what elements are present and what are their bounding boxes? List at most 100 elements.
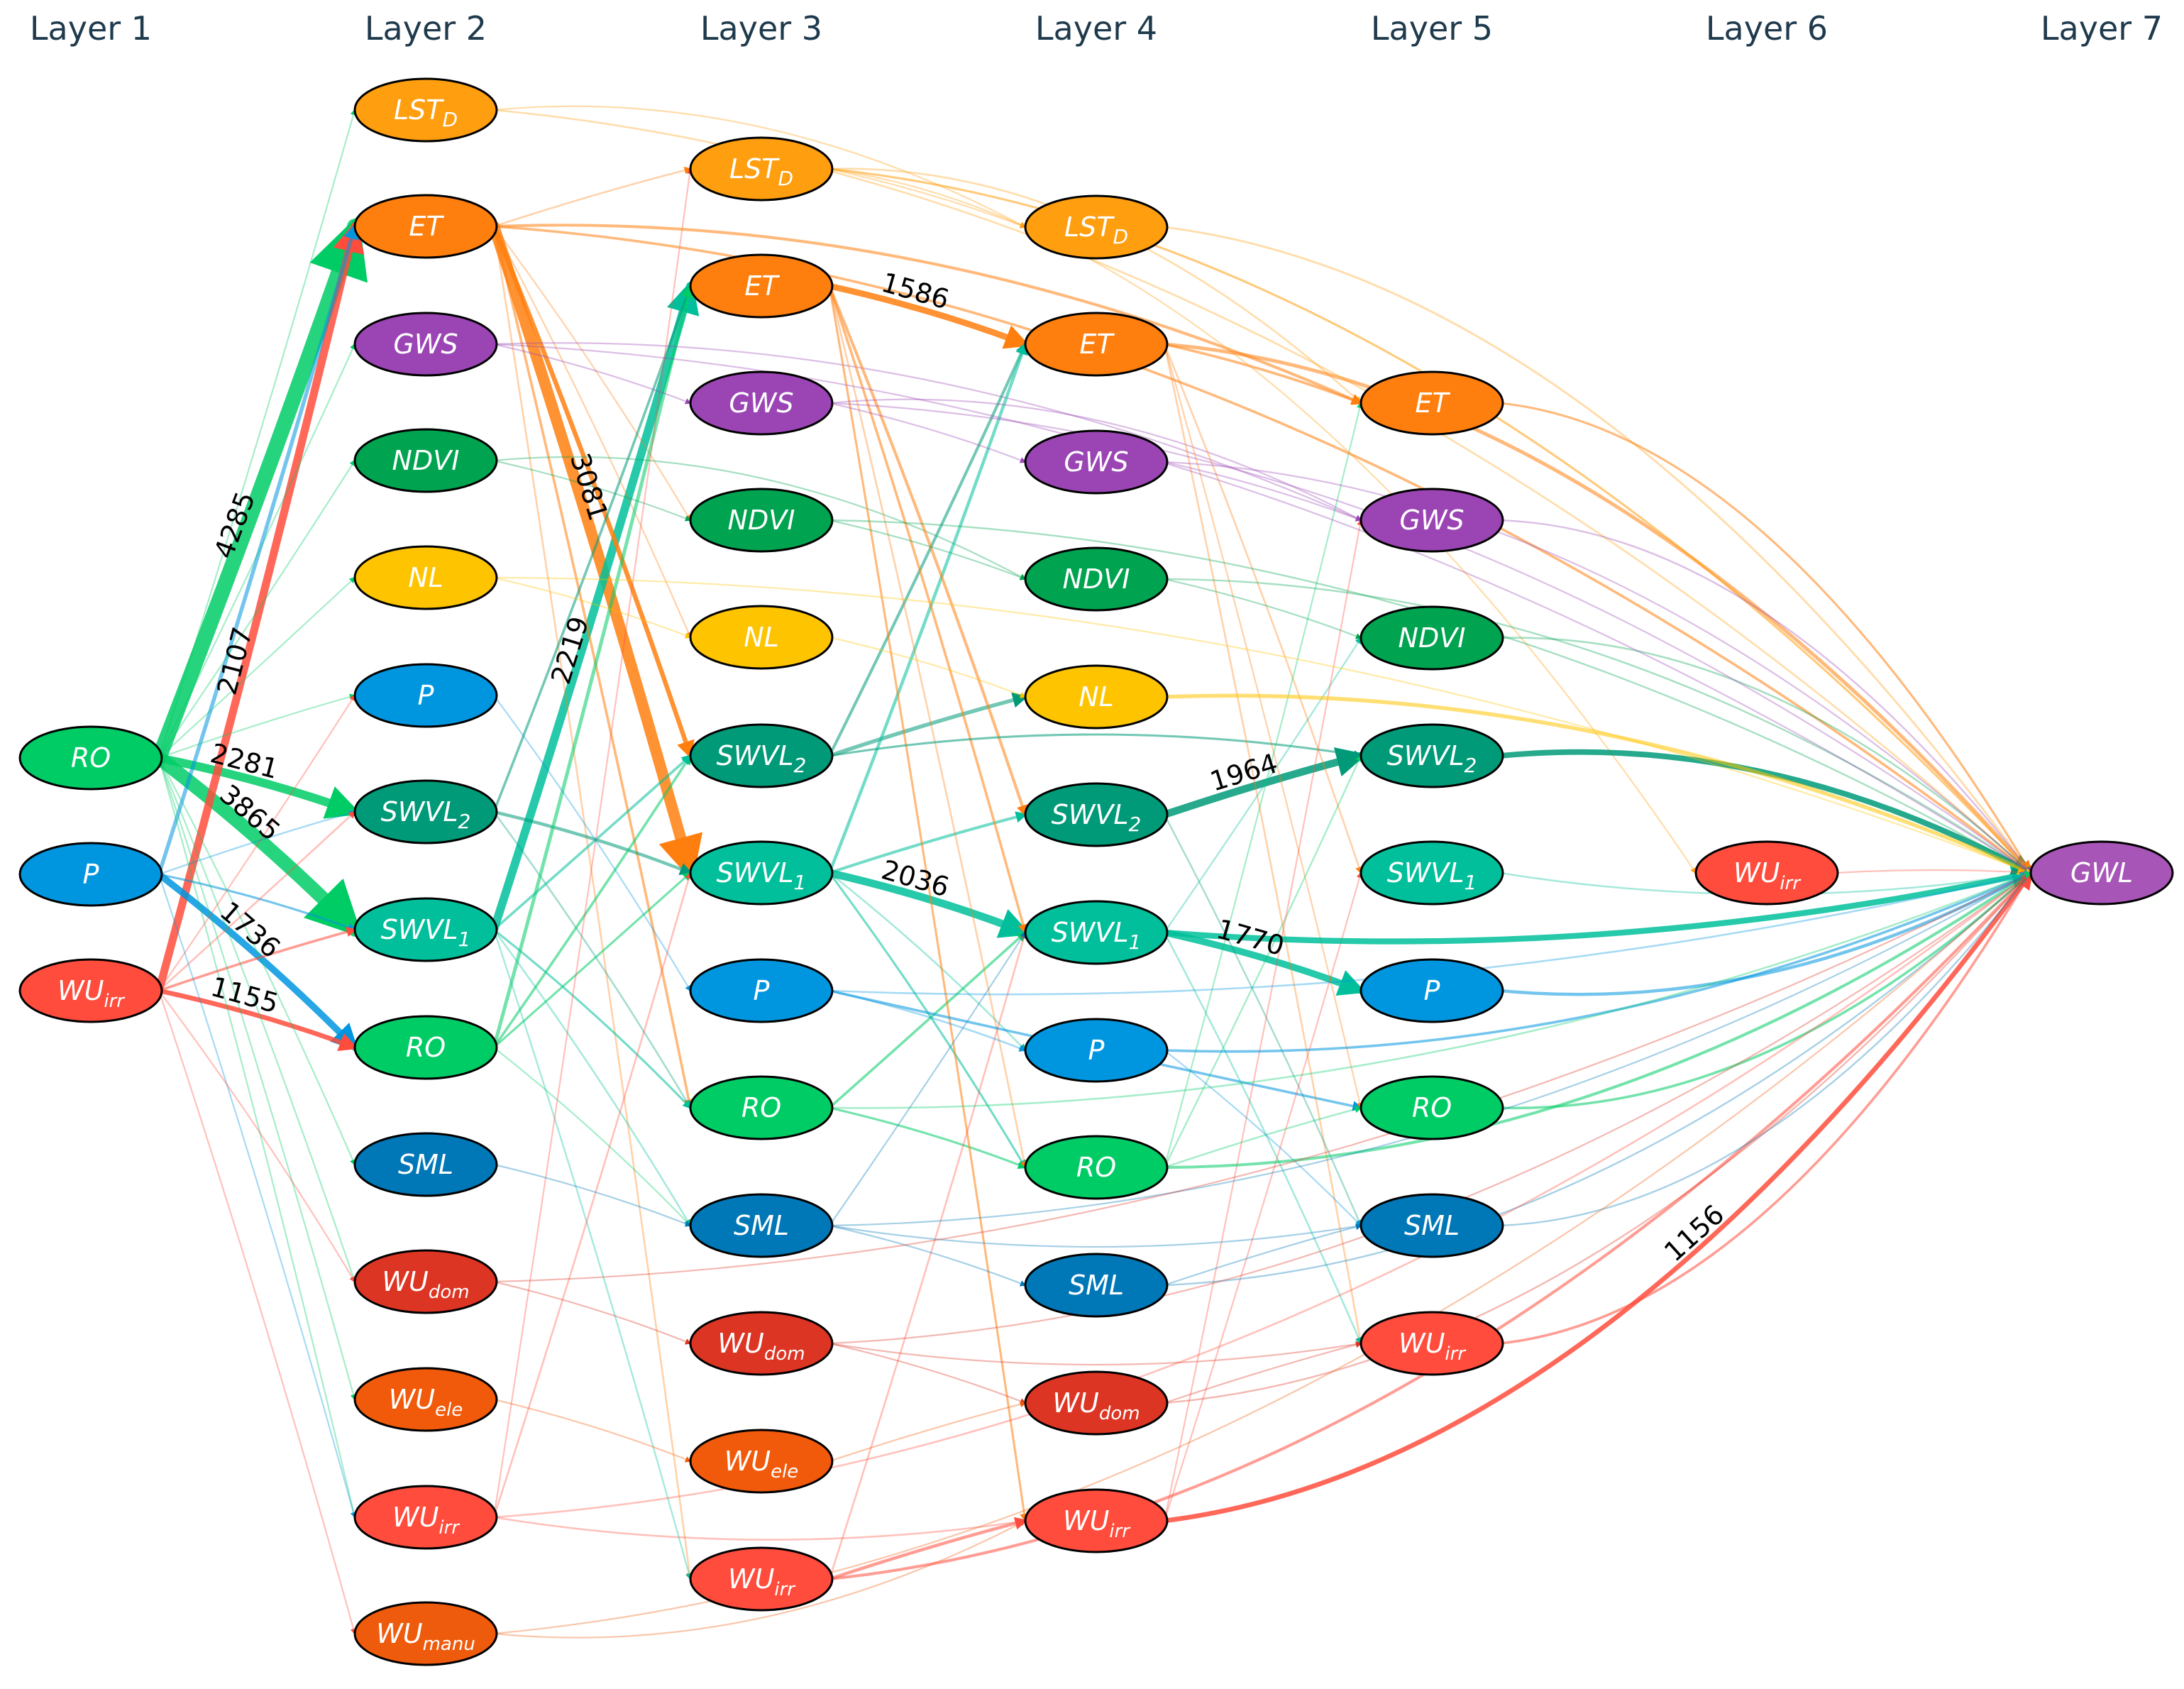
edge-L1_RO-to-L2_SML [158, 757, 356, 1166]
edge-L4_WUirr-to-L5_GWS [1163, 519, 1364, 1522]
node-label: SWVL1 [717, 857, 807, 894]
node-L4_NL[interactable]: NL [1024, 664, 1169, 730]
node-L5_GWS[interactable]: GWS [1360, 488, 1504, 553]
node-L3_NDVI[interactable]: NDVI [689, 488, 834, 553]
edge-L2_WUele-to-L3_WUele [492, 1398, 692, 1463]
node-ellipse [689, 488, 834, 553]
node-ellipse [689, 1311, 834, 1376]
node-L2_NL[interactable]: NL [353, 545, 498, 610]
node-L2_WUele[interactable]: WUele [353, 1367, 498, 1432]
node-L5_NDVI[interactable]: NDVI [1360, 605, 1504, 671]
node-L3_NL[interactable]: NL [689, 605, 834, 670]
node-L2_SWVL1[interactable]: SWVL1 [353, 897, 498, 962]
node-L3_WUele[interactable]: WUele [689, 1429, 834, 1494]
node-L1_RO[interactable]: RO [18, 725, 163, 791]
edge-L2_SWVL1-to-L3_SWVL2 [492, 754, 693, 931]
node-ellipse [689, 840, 834, 906]
node-L2_NDVI[interactable]: NDVI [353, 428, 498, 493]
node-L2_RO[interactable]: RO [353, 1015, 498, 1080]
node-ellipse [353, 1015, 498, 1080]
node-L3_ET[interactable]: ET [689, 253, 834, 319]
node-L3_P[interactable]: P [689, 958, 834, 1023]
edge-L3_SWVL1-to-L4_ET [827, 341, 1028, 875]
node-L2_WUmanu[interactable]: WUmanu [353, 1601, 498, 1666]
edge-L3_WUele-to-L4_WUdom [828, 1401, 1027, 1463]
node-label: P [1088, 1035, 1105, 1066]
edge-L1_RO-to-L2_GWS [158, 343, 356, 759]
node-L4_SWVL2[interactable]: SWVL2 [1024, 782, 1169, 847]
node-L4_NDVI[interactable]: NDVI [1024, 546, 1169, 612]
node-L5_SWVL2[interactable]: SWVL2 [1360, 723, 1504, 788]
node-label: RO [71, 742, 111, 774]
edge-L3_SWVL2-to-L5_SWVL2 [828, 733, 1363, 759]
node-L4_LST[interactable]: LSTD [1024, 194, 1169, 260]
node-L2_LST[interactable]: LSTD [353, 77, 498, 143]
node-L5_WUirr[interactable]: WUirr [1360, 1311, 1504, 1376]
node-ellipse [353, 1367, 498, 1432]
edge-L4_ET-to-L5_WUirr [1163, 343, 1364, 1346]
node-L2_WUirr[interactable]: WUirr [353, 1485, 498, 1550]
layer-title-1: Layer 1 [30, 9, 152, 48]
node-L5_P[interactable]: P [1360, 958, 1504, 1023]
node-label: RO [1076, 1152, 1116, 1183]
node-ellipse [1024, 1253, 1169, 1318]
node-L4_GWS[interactable]: GWS [1024, 429, 1169, 495]
node-L2_WUdom[interactable]: WUdom [353, 1249, 498, 1314]
node-L3_SML[interactable]: SML [689, 1193, 834, 1258]
node-ellipse [353, 428, 498, 493]
node-L3_WUirr[interactable]: WUirr [689, 1546, 834, 1612]
node-L1_WUirr[interactable]: WUirr [18, 958, 163, 1023]
node-L4_WUirr[interactable]: WUirr [1024, 1488, 1169, 1553]
edge-L5_GWS-to-L7_GWL [1499, 519, 2032, 874]
node-L4_P[interactable]: P [1024, 1018, 1169, 1083]
node-L4_WUdom[interactable]: WUdom [1024, 1370, 1169, 1436]
node-label: ET [1079, 329, 1115, 360]
edge-L3_RO-to-L4_SWVL1 [828, 931, 1027, 1109]
node-L3_SWVL1[interactable]: SWVL1 [689, 840, 834, 906]
node-L5_SML[interactable]: SML [1360, 1193, 1504, 1258]
node-L3_SWVL2[interactable]: SWVL2 [689, 723, 834, 788]
node-L2_ET[interactable]: ET [353, 194, 498, 259]
node-L1_P[interactable]: P [18, 842, 163, 907]
node-L4_ET[interactable]: ET [1024, 312, 1169, 377]
node-L4_SML[interactable]: SML [1024, 1253, 1169, 1318]
node-ellipse [1024, 1370, 1169, 1436]
node-L3_GWS[interactable]: GWS [689, 370, 834, 436]
node-L4_SWVL1[interactable]: SWVL1 [1024, 900, 1169, 965]
node-ellipse [689, 1193, 834, 1258]
edge-L4_ET-to-L7_GWL [1162, 342, 2033, 876]
node-L7_GWL[interactable]: GWL [2029, 840, 2174, 906]
node-label: WUdom [717, 1328, 805, 1365]
node-L3_WUdom[interactable]: WUdom [689, 1311, 834, 1376]
edge-L4_ET-to-L5_RO [1163, 343, 1363, 1109]
node-L2_SWVL2[interactable]: SWVL2 [353, 779, 498, 844]
node-L6_WUirr[interactable]: WUirr [1694, 840, 1839, 906]
edge-L2_ET-to-L3_NDVI [492, 225, 692, 522]
edge-L1_RO-to-L2_ET [151, 214, 368, 766]
edge-L4_RO-to-L7_GWL [1162, 871, 2033, 1170]
node-L3_LST[interactable]: LSTD [689, 136, 834, 202]
node-L3_RO[interactable]: RO [689, 1075, 834, 1140]
node-label: NDVI [728, 505, 795, 536]
node-L5_SWVL1[interactable]: SWVL1 [1360, 840, 1504, 906]
edge-L4_RO-to-L5_SWVL2 [1163, 754, 1362, 1169]
edge-L4_WUdom-to-L5_WUirr [1163, 1341, 1362, 1404]
edge-L1_RO-to-L2_NL [158, 576, 356, 759]
edge-L4_SML-to-L7_GWL [1163, 871, 2032, 1287]
node-ellipse [1694, 840, 1839, 906]
node-label: LSTD [1064, 211, 1128, 248]
node-L5_RO[interactable]: RO [1360, 1075, 1504, 1140]
node-label: LSTD [729, 153, 793, 190]
node-label: SWVL1 [1387, 857, 1477, 894]
node-L4_RO[interactable]: RO [1024, 1135, 1169, 1200]
edge-L2_SWVL1-to-L3_SML [492, 928, 692, 1227]
node-L2_P[interactable]: P [353, 663, 498, 728]
node-ellipse [1360, 840, 1504, 906]
node-label: WUirr [728, 1563, 796, 1600]
node-L2_GWS[interactable]: GWS [353, 312, 498, 377]
node-ellipse [689, 605, 834, 670]
node-L2_SML[interactable]: SML [353, 1132, 498, 1197]
node-label: P [418, 680, 434, 711]
node-L5_ET[interactable]: ET [1360, 370, 1504, 436]
